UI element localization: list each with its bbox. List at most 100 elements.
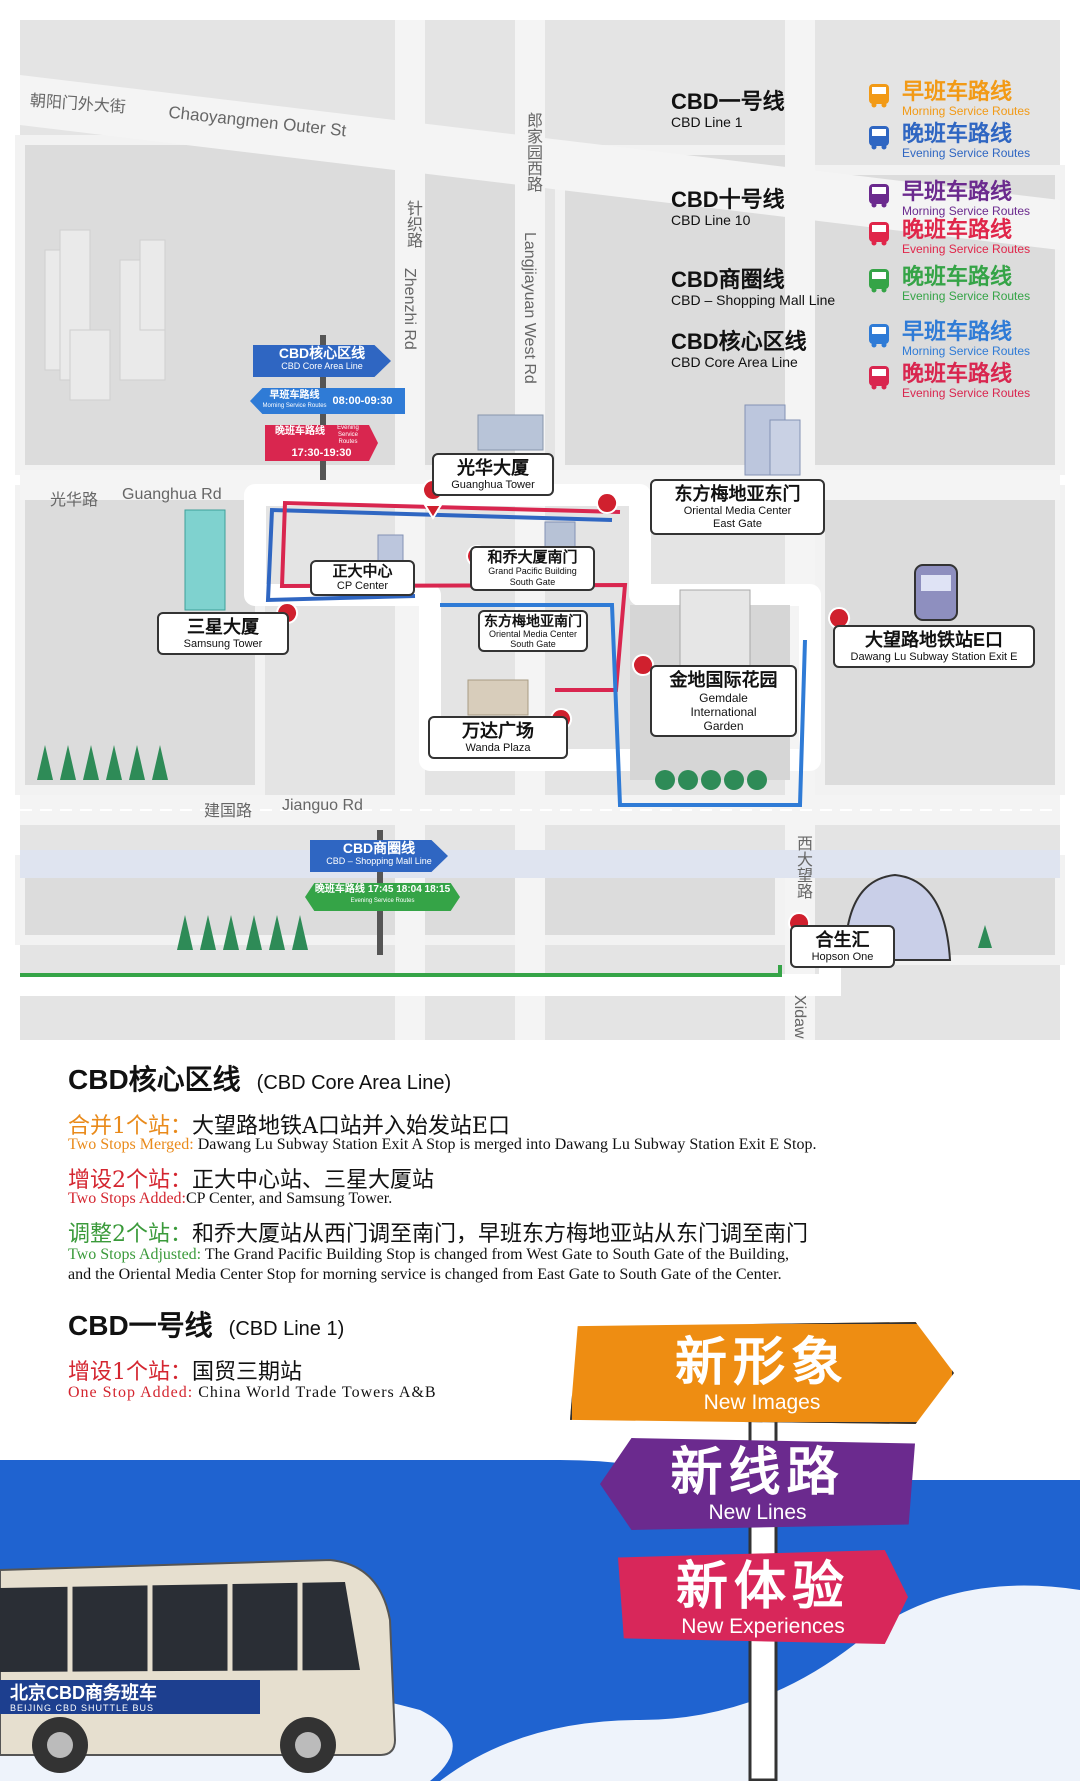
line1-section-title: CBD一号线(CBD Line 1)	[68, 1304, 344, 1344]
stop-en: Hopson One	[811, 951, 874, 963]
bus-icon	[869, 84, 889, 108]
signpost-core-title: CBD核心区线 CBD Core Area Line	[253, 345, 391, 377]
merged-label-cn: 合并1个站：	[68, 1114, 192, 1139]
stop-oriental-media-east: 东方梅地亚东门 Oriental Media Center East Gate	[650, 479, 825, 535]
stop-en: Oriental Media Center South Gate	[488, 629, 578, 649]
route-cn: 晚班车路线	[902, 264, 1013, 289]
road-label-zhenzhi-en: Zhenzhi Rd	[401, 268, 418, 350]
signpost-mall-evening-cn: 晚班车路线	[314, 884, 365, 895]
road-label-xidawang-cn: 西大望路	[794, 835, 811, 899]
route-cn: 晚班车路线	[902, 121, 1013, 146]
legend-line-shopping: CBD商圈线 CBD – Shopping Mall Line	[671, 267, 836, 309]
stop-en: Samsung Tower	[183, 638, 263, 650]
slogan-en: New Lines	[708, 1501, 807, 1524]
route-en: Morning Service Routes	[902, 344, 1031, 358]
bus-icon	[869, 184, 889, 208]
legend-line-shopping-cn: CBD商圈线	[671, 267, 785, 292]
stop-gemdale-garden: 金地国际花园 Gemdale International Garden	[650, 665, 797, 737]
added-label-cn: 增设2个站：	[68, 1168, 192, 1193]
stop-cn: 光华大厦	[457, 458, 529, 478]
adjusted-label-en: Two Stops Adjusted:	[68, 1246, 202, 1263]
signpost-mall-evening: 晚班车路线 17:45 18:04 18:15 Evening Service …	[305, 883, 460, 911]
slogan-en: New Images	[703, 1391, 821, 1414]
slogan-cn: 新体验	[675, 1557, 850, 1617]
signpost-core-morning: 早班车路线 Morning Service Routes 08:00-09:30	[250, 388, 405, 414]
road-label-xidawang-en: Xidaw	[791, 995, 808, 1039]
route-en: Morning Service Routes	[902, 104, 1031, 118]
bus-icon	[869, 366, 889, 390]
core-adjusted-cn: 调整2个站：和乔大厦站从西门调至南门，早班东方梅地亚站从东门调至南门	[68, 1216, 808, 1248]
signpost-core-title-en: CBD Core Area Line	[281, 361, 363, 371]
merged-text-en: Dawang Lu Subway Station Exit A Stop is …	[197, 1136, 817, 1153]
line1-added-text-en: China World Trade Towers A&B	[198, 1384, 437, 1401]
stop-oriental-media-south: 东方梅地亚南门 Oriental Media Center South Gate	[478, 610, 588, 652]
slogan-cn: 新形象	[674, 1333, 849, 1393]
added-label-en: Two Stops Added:	[68, 1190, 186, 1207]
slogan-new-lines: 新线路 New Lines	[600, 1438, 915, 1530]
bus-icon	[869, 222, 889, 246]
merged-text-cn: 大望路地铁A口站并入始发站E口	[192, 1114, 510, 1139]
signpost-core-morning-time: 08:00-09:30	[332, 395, 393, 407]
stop-dawang-lu-exit-e: 大望路地铁站E口 Dawang Lu Subway Station Exit E	[833, 625, 1035, 668]
legend-line-10-cn: CBD十号线	[671, 187, 785, 212]
stop-en: CP Center	[336, 580, 389, 592]
bus-brand: 北京CBD商务班车 BEIJING CBD SHUTTLE BUS	[10, 1683, 157, 1713]
stop-cn: 金地国际花园	[669, 670, 778, 690]
added-text-cn: 正大中心站、三星大厦站	[192, 1168, 435, 1193]
signpost-mall-title: CBD商圈线 CBD – Shopping Mall Line	[310, 840, 448, 872]
line1-added-cn: 增设1个站：国贸三期站	[68, 1354, 302, 1386]
stop-en: Oriental Media Center East Gate	[683, 505, 792, 530]
signpost-core-evening-time: 17:30-19:30	[291, 447, 352, 459]
stop-en: Dawang Lu Subway Station Exit E	[850, 651, 1018, 663]
core-title-cn: CBD核心区线	[68, 1064, 241, 1095]
slogan-en: New Experiences	[681, 1615, 845, 1638]
signpost-core-morning-en: Morning Service Routes	[262, 403, 327, 409]
signpost-mall-title-cn: CBD商圈线	[342, 840, 416, 856]
stop-cn: 万达广场	[462, 721, 534, 741]
stop-cp-center: 正大中心 CP Center	[310, 560, 415, 596]
stop-wanda-plaza: 万达广场 Wanda Plaza	[428, 716, 568, 759]
road-label-guanghua-cn: 光华路	[50, 492, 99, 509]
legend-line-10-en: CBD Line 10	[671, 212, 751, 228]
route-en: Evening Service Routes	[902, 242, 1031, 256]
stop-cn: 三星大厦	[187, 617, 259, 637]
stop-cn: 和乔大厦南门	[487, 549, 578, 566]
signpost-mall-title-en: CBD – Shopping Mall Line	[326, 856, 432, 866]
road-label-jianguo-cn: 建国路	[204, 803, 253, 820]
core-section-title: CBD核心区线 (CBD Core Area Line)	[68, 1058, 451, 1098]
signpost-core-evening-en: Evening Service Routes	[337, 425, 359, 445]
stop-cn: 东方梅地亚南门	[484, 613, 582, 629]
stop-guanghua-tower: 光华大厦 Guanghua Tower	[432, 453, 554, 496]
legend-line-shopping-en: CBD – Shopping Mall Line	[671, 292, 836, 308]
core-merged-cn: 合并1个站：大望路地铁A口站并入始发站E口	[68, 1108, 510, 1140]
slogan-cn: 新线路	[670, 1443, 845, 1503]
core-added-cn: 增设2个站：正大中心站、三星大厦站	[68, 1162, 434, 1194]
change-notes: CBD核心区线 (CBD Core Area Line) 合并1个站：大望路地铁A…	[0, 1040, 1080, 1781]
route-en: Evening Service Routes	[902, 289, 1031, 303]
road-label-jianguo-en: Jianguo Rd	[282, 797, 363, 814]
core-adjusted-en-2: and the Oriental Media Center Stop for m…	[68, 1266, 782, 1283]
bus-icon	[869, 269, 889, 293]
legend-line-1-cn: CBD一号线	[671, 89, 785, 114]
route-cn: 早班车路线	[902, 79, 1013, 104]
stop-en: Gemdale International Garden	[690, 691, 757, 733]
line1-title-cn: CBD一号线	[68, 1310, 213, 1341]
road-label-langjiayuan-cn: 郎家园西路	[524, 112, 541, 192]
stop-cn: 大望路地铁站E口	[864, 630, 1003, 650]
route-en: Morning Service Routes	[902, 204, 1031, 218]
bus-icon	[869, 126, 889, 150]
bus-icon	[869, 324, 889, 348]
added-text-en: CP Center, and Samsung Tower.	[186, 1190, 393, 1207]
route-map: 朝阳门外大街 Chaoyangmen Outer St 郎家园西路 Langji…	[15, 20, 1065, 1040]
line1-added-label-cn: 增设1个站：	[68, 1360, 192, 1385]
core-title-en: (CBD Core Area Line)	[256, 1072, 452, 1094]
route-cn: 晚班车路线	[902, 217, 1013, 242]
core-merged-en: Two Stops Merged: Dawang Lu Subway Stati…	[68, 1136, 816, 1154]
slogan-new-images: 新形象 New Images	[570, 1322, 954, 1424]
legend-line-1: CBD一号线 CBD Line 1	[671, 89, 785, 131]
